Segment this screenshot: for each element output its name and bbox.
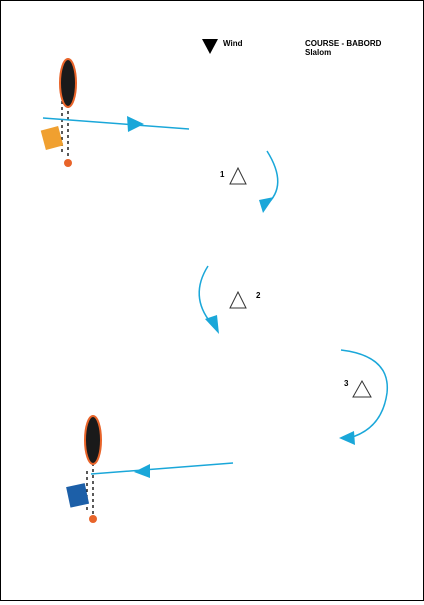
orange-flag-icon	[40, 126, 64, 150]
mark-1-group: 1	[220, 150, 279, 213]
course-subtitle: Slalom	[305, 48, 331, 57]
start-committee-boat-icon	[59, 58, 77, 108]
mark-1-arrowhead-icon	[259, 197, 274, 213]
wind-direction-triangle-icon	[202, 39, 218, 54]
mark-2-group: 2	[198, 265, 261, 334]
start-course-line	[42, 117, 190, 130]
mark-3-arrowhead-icon	[339, 431, 355, 445]
course-title: COURSE - BABORD	[305, 39, 382, 48]
triangle-buoy-icon	[229, 290, 247, 309]
mark-2-arrowhead-icon	[205, 315, 219, 334]
finish-pin-buoy-icon	[89, 515, 97, 523]
finish-committee-boat-icon	[84, 415, 102, 465]
mark-1-rounding-arrow	[265, 150, 279, 206]
mark-3-rounding-arrow	[340, 349, 388, 439]
blue-flag-icon	[66, 483, 90, 508]
wind-label: Wind	[223, 39, 243, 48]
start-course-arrow-icon	[127, 116, 144, 132]
start-pin-buoy-icon	[64, 159, 72, 167]
finish-course-arrow-icon	[134, 464, 150, 478]
start-line-group	[40, 58, 190, 167]
finish-line-group	[66, 415, 234, 523]
triangle-buoy-icon	[352, 379, 372, 398]
triangle-buoy-icon	[229, 166, 247, 185]
mark-1-number: 1	[220, 170, 225, 179]
mark-2-number: 2	[256, 291, 261, 300]
finish-course-line	[90, 462, 234, 475]
mark-3-number: 3	[344, 379, 349, 388]
mark-2-rounding-arrow	[198, 265, 212, 324]
mark-3-group: 3	[339, 349, 388, 445]
